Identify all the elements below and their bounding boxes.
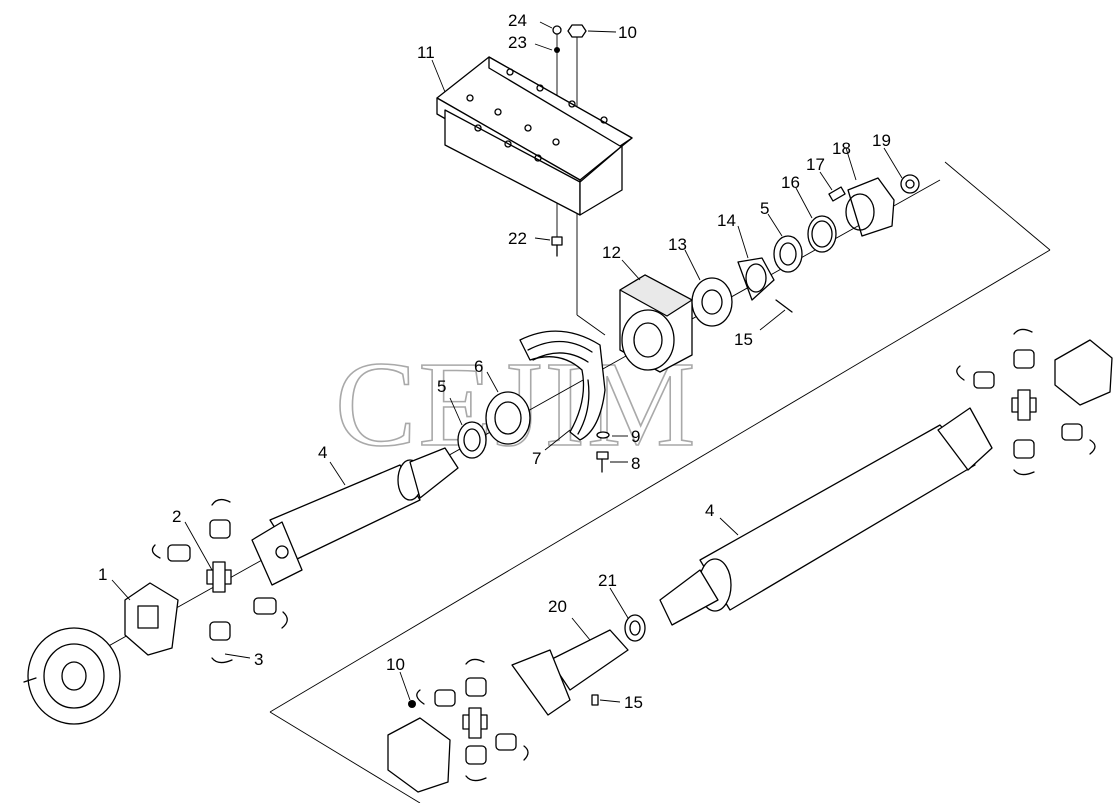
callout-24: 24 [508,11,527,30]
callout-1: 1 [98,565,107,584]
callout-2: 2 [172,507,181,526]
flange-yoke-upper [845,177,895,237]
grease-nipple-lower [591,694,599,706]
universal-joint-lower [387,658,529,793]
seal-ring-right [773,235,803,273]
lock-nut [900,174,920,194]
bracket-bolt [551,236,563,257]
callout-15-lower: 15 [624,693,643,712]
rear-propeller-shaft [659,407,993,626]
universal-joint-left [151,498,288,664]
top-fasteners [552,24,587,53]
callout-14: 14 [717,211,736,230]
flange-yoke-left [124,582,179,656]
dust-ring [624,614,646,642]
callout-18: 18 [832,139,851,158]
callout-4-upper: 4 [318,443,327,462]
bearing-cap [737,257,775,301]
callout-5-left: 5 [437,377,446,396]
callout-4-lower: 4 [705,501,714,520]
callout-6: 6 [474,357,483,376]
grease-nipple-upper [775,299,793,313]
callout-19: 19 [872,131,891,150]
callout-7: 7 [532,449,541,468]
leader-lines [111,21,903,703]
o-ring [807,215,837,253]
callout-15-upper: 15 [734,330,753,349]
dust-sleeve [485,391,531,445]
callout-17: 17 [806,155,825,174]
callout-5-right: 5 [760,199,769,218]
rubber-cushion [519,330,606,441]
callout-labels: 1 2 3 4 4 5 5 6 7 8 9 10 10 11 12 13 14 … [98,11,891,712]
callout-12: 12 [602,243,621,262]
callout-22: 22 [508,229,527,248]
callout-10-top: 10 [618,23,637,42]
drive-flange [23,627,121,725]
center-bearing [691,277,733,327]
callout-16: 16 [781,173,800,192]
callout-23: 23 [508,33,527,52]
mounting-bracket [436,56,633,216]
slip-yoke [511,629,629,716]
bearing-housing [619,274,693,373]
callout-10-bottom: 10 [386,655,405,674]
callout-8: 8 [631,454,640,473]
intermediate-shaft [251,447,459,586]
flange-bolt [828,186,846,202]
callout-3: 3 [254,650,263,669]
seal-ring-left [457,421,487,459]
callout-9: 9 [631,427,640,446]
callout-13: 13 [668,235,687,254]
callout-21: 21 [598,571,617,590]
universal-joint-right [956,328,1113,476]
callout-20: 20 [548,597,567,616]
washer-and-bolt [596,431,610,473]
callout-11: 11 [417,43,435,62]
